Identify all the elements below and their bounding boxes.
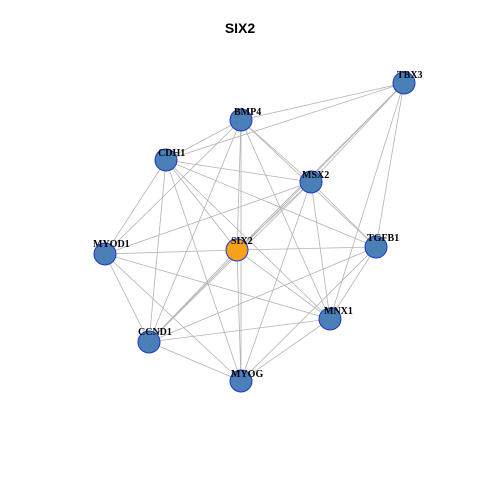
edge-myod1-ccnd1 [104,253,150,343]
edge-tbx3-mnx1 [329,82,405,320]
edge-myod1-myog [104,253,242,382]
node-myog[interactable] [229,369,253,393]
node-tbx3[interactable] [392,71,416,95]
node-label-msx2: MSX2 [302,170,329,181]
edge-cdh1-msx2 [165,159,312,183]
edge-cdh1-tgfb1 [165,159,377,248]
node-label-ccnd1: CCND1 [138,327,172,338]
node-tgfb1[interactable] [364,235,388,259]
edge-tgfb1-myog [240,246,377,382]
node-label-mnx1: MNX1 [324,306,353,317]
edge-cdh1-myog [165,159,242,382]
edge-bmp4-myod1 [104,119,242,255]
edge-msx2-ccnd1 [148,181,312,343]
edge-mnx1-ccnd1 [148,318,331,343]
edge-tbx3-bmp4 [240,82,405,121]
node-label-bmp4: BMP4 [234,107,261,118]
edge-cdh1-ccnd1 [148,159,167,343]
edge-six2-cdh1 [165,159,238,251]
edge-six2-bmp4 [236,119,242,251]
edge-cdh1-myod1 [104,159,167,255]
edge-tgfb1-mnx1 [329,246,377,320]
edge-tbx3-msx2 [310,82,405,183]
edge-bmp4-cdh1 [165,119,242,161]
node-label-cdh1: CDH1 [158,148,185,159]
edge-msx2-tgfb1 [310,181,377,248]
edge-six2-myog [236,249,242,382]
edge-myod1-mnx1 [104,253,331,320]
node-bmp4[interactable] [229,108,253,132]
node-ccnd1[interactable] [137,330,161,354]
node-label-tgfb1: TGFB1 [367,233,399,244]
node-label-six2: SIX2 [231,236,253,247]
node-cdh1[interactable] [154,148,178,172]
node-label-myog: MYOG [231,369,263,380]
edge-tbx3-ccnd1 [148,82,405,343]
edge-tbx3-tgfb1 [375,82,405,248]
node-label-tbx3: TBX3 [397,70,423,81]
edge-tgfb1-ccnd1 [148,246,377,343]
edge-six2-myod1 [104,249,238,255]
edge-six2-msx2 [236,181,312,251]
edge-cdh1-mnx1 [165,159,331,320]
edge-msx2-myog [240,181,312,382]
edge-msx2-myod1 [104,181,312,255]
node-myod1[interactable] [93,242,117,266]
node-msx2[interactable] [299,170,323,194]
edge-bmp4-msx2 [240,119,312,183]
edge-tbx3-cdh1 [165,82,405,161]
node-label-myod1: MYOD1 [93,239,130,250]
edge-bmp4-ccnd1 [148,119,242,343]
chart-title: SIX2 [224,20,256,36]
node-mnx1[interactable] [318,307,342,331]
edge-ccnd1-myog [148,341,242,382]
edge-bmp4-mnx1 [240,119,331,320]
edge-mnx1-myog [240,318,331,382]
node-six2[interactable] [225,238,249,262]
